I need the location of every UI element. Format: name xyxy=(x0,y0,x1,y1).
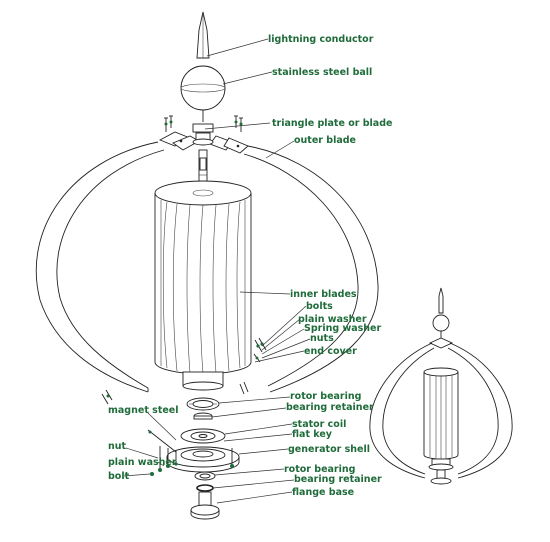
bearing-retainer-bottom-part xyxy=(196,484,214,492)
rotor-bearing-top-part xyxy=(186,397,220,411)
label-inner-blades: inner blades xyxy=(290,289,357,300)
label-lightning-conductor: lightning conductor xyxy=(268,34,374,45)
label-rotor-bearing-bottom: rotor bearing xyxy=(284,464,355,475)
label-end-cover: end cover xyxy=(304,346,357,357)
outer-blades-part xyxy=(35,141,379,393)
stator-coil-part xyxy=(180,428,226,444)
lightning-conductor-part xyxy=(196,11,210,59)
label-stainless-steel-ball: stainless steel ball xyxy=(272,67,372,78)
label-triangle-plate-or-blade: triangle plate or blade xyxy=(272,118,392,129)
label-nut: nut xyxy=(108,441,127,452)
label-spring-washer: Spring washer xyxy=(304,323,382,334)
rotor-bearing-bottom-part xyxy=(194,471,216,481)
label-bearing-retainer-bottom: bearing retainer xyxy=(294,474,382,485)
part-labels: lightning conductor stainless steel ball… xyxy=(108,34,392,498)
generator-shell-part xyxy=(166,446,240,473)
triangle-plates-part xyxy=(158,123,249,154)
label-rotor-bearing-top: rotor bearing xyxy=(290,391,361,402)
label-stator-coil: stator coil xyxy=(292,419,346,430)
label-plain-washer-right: plain washer xyxy=(298,314,367,325)
top-bolts-group xyxy=(164,115,243,132)
flange-base-part xyxy=(190,491,220,520)
label-flange-base: flange base xyxy=(292,487,354,498)
label-bolt: bolt xyxy=(108,471,130,482)
label-outer-blade: outer blade xyxy=(294,135,356,146)
leader-lines xyxy=(123,38,311,504)
generator-bolts-left-group xyxy=(150,446,234,476)
label-plain-washer-left: plain washer xyxy=(108,457,177,468)
label-magnet-steel: magnet steel xyxy=(108,405,179,416)
end-cover-bolts-group xyxy=(101,337,267,405)
label-nuts: nuts xyxy=(310,333,334,344)
label-generator-shell: generator shell xyxy=(288,444,370,455)
inner-blade-cylinder-part xyxy=(154,180,252,391)
bearing-retainer-top-part xyxy=(193,412,213,420)
assembled-turbine-drawing xyxy=(369,287,513,485)
label-flat-key: flat key xyxy=(292,429,333,440)
label-bolts: bolts xyxy=(306,301,333,312)
main-turbine-drawing xyxy=(35,11,379,520)
label-bearing-retainer-top: bearing retainer xyxy=(286,402,374,413)
stainless-steel-ball-part xyxy=(180,65,226,122)
magnet-steel-bolt-group xyxy=(147,429,177,453)
